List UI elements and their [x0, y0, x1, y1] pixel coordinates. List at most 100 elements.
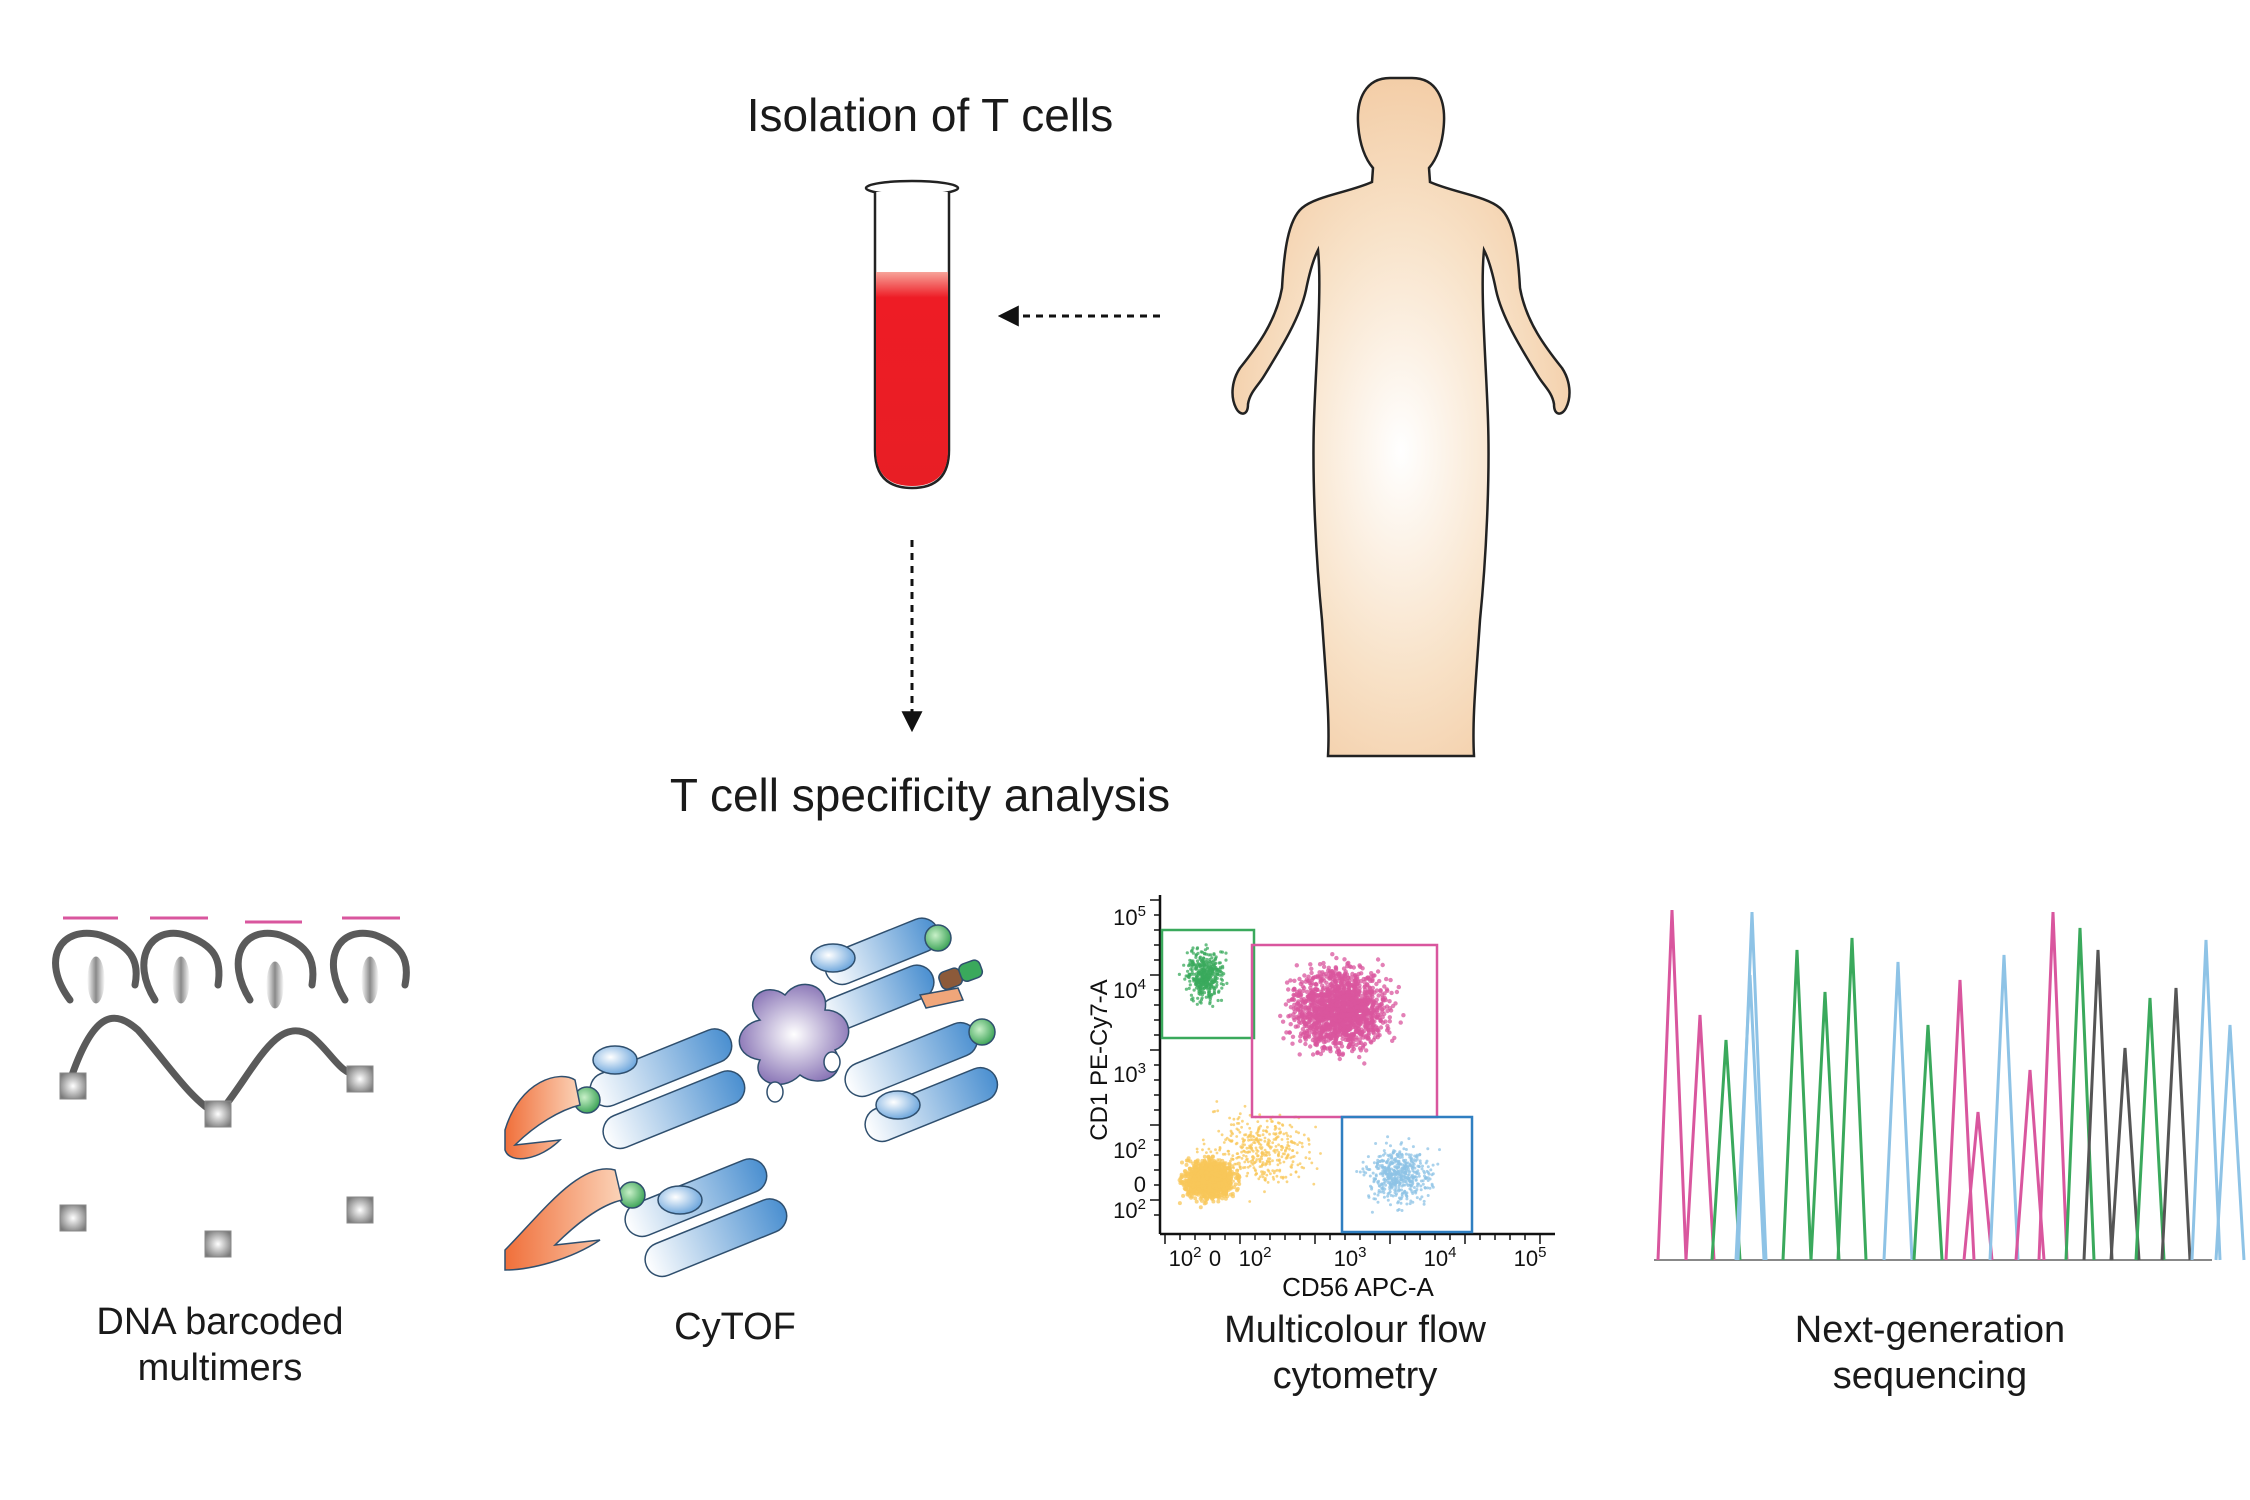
flow-dot	[1205, 1151, 1208, 1154]
flow-dot	[1279, 1175, 1283, 1179]
flow-dot	[1285, 1131, 1288, 1135]
flow-dot	[1287, 1144, 1291, 1148]
flow-dot	[1221, 964, 1225, 968]
flow-dot	[1291, 1160, 1295, 1164]
flow-dot	[1420, 1195, 1424, 1199]
flow-dot	[1426, 1165, 1430, 1169]
flow-dot	[1361, 1012, 1367, 1017]
flow-dot	[1373, 1192, 1377, 1196]
flow-dot	[1375, 1032, 1381, 1038]
flow-dot	[1220, 978, 1224, 982]
flow-dot	[1180, 1160, 1184, 1165]
flow-dot	[1222, 1179, 1227, 1184]
flow-dot	[1185, 951, 1189, 955]
flow-ticks	[1150, 899, 1541, 1244]
flow-dot	[1196, 1181, 1201, 1186]
flow-dot	[1222, 1141, 1226, 1144]
flow-dot	[1238, 1130, 1242, 1134]
flow-dot	[1385, 1008, 1390, 1014]
flow-dot	[1268, 1153, 1271, 1157]
flow-dot	[1430, 1184, 1434, 1188]
flow-dot	[1409, 1153, 1413, 1157]
flow-dot	[1365, 989, 1370, 994]
flow-dot	[1337, 1056, 1343, 1062]
flow-dot	[1395, 1192, 1399, 1196]
flow-dot	[1384, 1178, 1387, 1182]
flow-dot	[1284, 1156, 1288, 1160]
flow-dot	[1247, 1138, 1250, 1142]
flow-dot	[1277, 1151, 1281, 1154]
ngs-peak	[1809, 991, 1841, 1261]
flow-dot	[1296, 1143, 1299, 1146]
flow-dot	[1241, 1119, 1244, 1123]
flow-dot	[1259, 1143, 1263, 1147]
flow-dot	[1340, 1021, 1345, 1027]
flow-dot	[1225, 981, 1229, 986]
flow-dot	[1209, 967, 1213, 971]
flow-dot	[1374, 1142, 1378, 1145]
flow-dot	[1232, 1166, 1235, 1170]
flow-dot	[1217, 1184, 1222, 1189]
flow-dot	[1294, 963, 1300, 968]
flow-dot	[1328, 1049, 1333, 1054]
flow-dot	[1199, 988, 1203, 993]
flow-y-tick-label: 103	[1113, 1060, 1146, 1087]
flow-dot	[1339, 979, 1345, 984]
flow-dot	[1292, 978, 1297, 983]
flow-dot	[1275, 1148, 1279, 1152]
flow-dot	[1239, 1145, 1243, 1149]
flow-dot	[1395, 1153, 1399, 1157]
flow-dot	[1396, 1201, 1400, 1205]
flow-dot	[1215, 1151, 1219, 1155]
flow-dot	[1350, 971, 1355, 977]
flow-dot	[1274, 1133, 1277, 1136]
flow-dot	[1290, 1125, 1294, 1129]
flow-dot	[1396, 1170, 1399, 1174]
flow-dot	[1210, 1177, 1215, 1182]
flow-dot	[1357, 1054, 1362, 1060]
flow-dot	[1313, 986, 1318, 992]
flow-dot	[1192, 988, 1196, 992]
flow-dot	[1329, 1012, 1335, 1017]
flow-dot	[1320, 1006, 1325, 1011]
flow-x-tick-label: 105	[1514, 1244, 1547, 1271]
flow-dot	[1388, 977, 1393, 983]
flow-dot	[1360, 1005, 1365, 1011]
flow-dot	[1390, 1167, 1393, 1171]
flow-dot	[1223, 1173, 1226, 1177]
flow-dot	[1224, 1166, 1227, 1170]
flow-dot	[1409, 1156, 1413, 1160]
flow-dot	[1285, 1180, 1289, 1184]
flow-dot	[1412, 1162, 1416, 1166]
flow-dot	[1415, 1172, 1419, 1176]
flow-dot	[1290, 1034, 1296, 1040]
flow-dot	[1332, 1028, 1337, 1033]
flow-dot	[1287, 1030, 1292, 1035]
flow-ylabel: CD1 PE-Cy7-A	[1086, 979, 1113, 1140]
flow-dot	[1415, 1157, 1419, 1161]
flow-dot	[1377, 1166, 1381, 1170]
flow-dot	[1219, 998, 1224, 1003]
flow-dot	[1362, 1173, 1366, 1177]
flow-dot	[1332, 984, 1338, 989]
flow-dot	[1360, 1045, 1366, 1050]
flow-dot	[1359, 1001, 1365, 1007]
flow-dot	[1377, 1190, 1381, 1194]
flow-dot	[1268, 1162, 1272, 1166]
flow-dot	[1199, 1001, 1203, 1005]
flow-dot	[1196, 996, 1200, 1000]
flow-dot	[1389, 990, 1394, 996]
flow-dot	[1232, 1172, 1236, 1175]
flow-dot	[1337, 1002, 1342, 1008]
flow-dot	[1276, 1163, 1280, 1167]
flow-dot	[1308, 1150, 1311, 1154]
flow-dot	[1409, 1159, 1413, 1162]
flow-dot	[1298, 1038, 1303, 1044]
flow-dot	[1272, 1171, 1276, 1175]
flow-dot	[1181, 1193, 1186, 1198]
flow-dot	[1202, 968, 1206, 972]
flow-dot	[1429, 1168, 1433, 1172]
flow-dot	[1256, 1130, 1260, 1134]
flow-dot	[1248, 1126, 1252, 1130]
